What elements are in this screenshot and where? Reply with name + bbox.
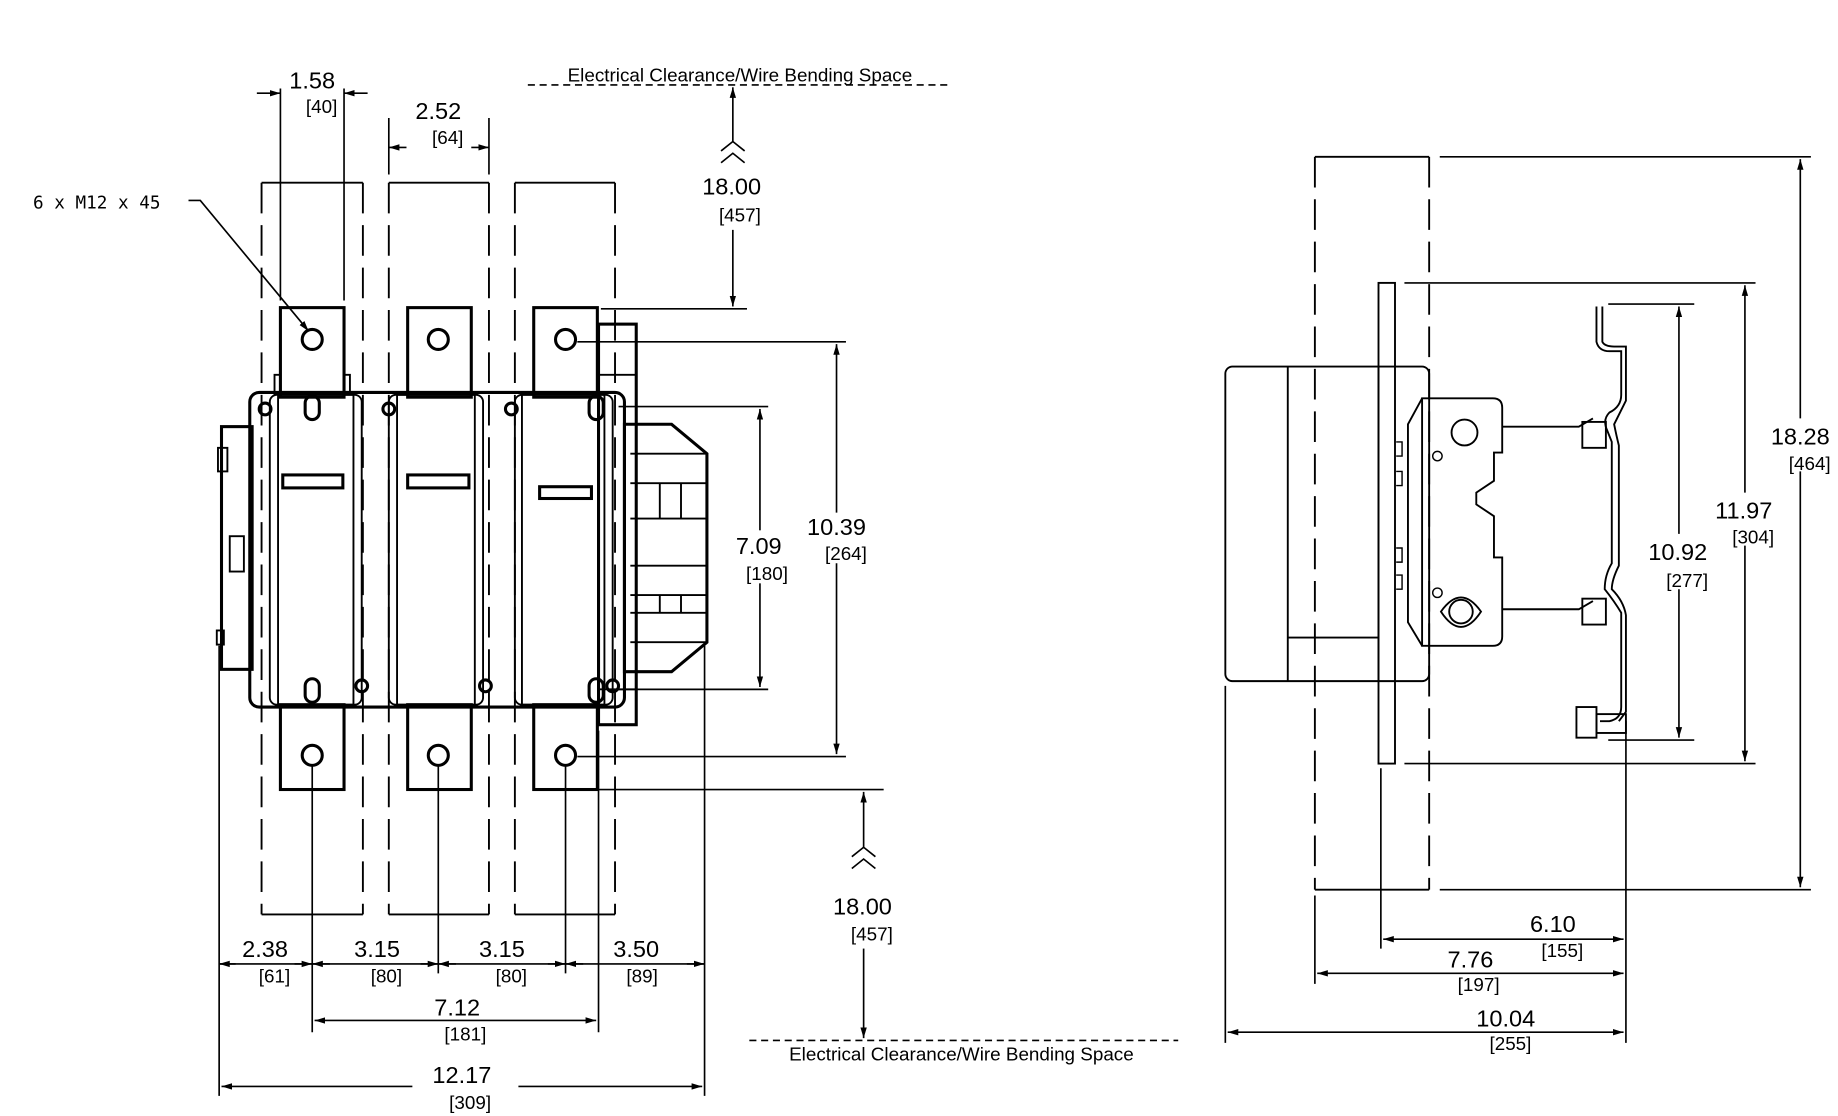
din-rail xyxy=(1575,306,1627,739)
bottom-terminals xyxy=(278,703,599,792)
svg-text:[464]: [464] xyxy=(1789,453,1831,474)
svg-text:7.09: 7.09 xyxy=(736,533,782,559)
dim-overall-height: 18.28 [464] xyxy=(1439,155,1831,891)
dim-bottom-clearance: 18.00 [457] Electrical Clearance/Wire Be… xyxy=(577,788,1179,1065)
dim-terminal-width: 1.58 [40] xyxy=(256,67,368,301)
terminal-hole xyxy=(553,327,578,351)
svg-text:18.00: 18.00 xyxy=(702,174,761,200)
dim-rail-height: 10.92 [277] xyxy=(1608,303,1708,741)
svg-text:[80]: [80] xyxy=(371,966,402,987)
svg-text:[304]: [304] xyxy=(1732,526,1774,547)
svg-text:[155]: [155] xyxy=(1541,940,1583,961)
mounting-bracket xyxy=(1396,397,1594,647)
svg-text:[457]: [457] xyxy=(719,205,761,226)
contactor-body xyxy=(248,390,626,709)
svg-text:18.00: 18.00 xyxy=(833,893,892,919)
clearance-zone xyxy=(1313,155,1431,891)
svg-text:[255]: [255] xyxy=(1489,1033,1531,1054)
pole-label xyxy=(281,473,345,490)
bolt-callout-text: 6 x M12 x 45 xyxy=(33,194,161,214)
svg-text:12.17: 12.17 xyxy=(432,1062,491,1088)
svg-text:[197]: [197] xyxy=(1458,974,1500,995)
svg-text:3.15: 3.15 xyxy=(354,936,400,962)
svg-text:3.50: 3.50 xyxy=(613,936,659,962)
top-terminals xyxy=(273,306,599,399)
break-symbol xyxy=(851,846,876,870)
svg-text:[64]: [64] xyxy=(432,127,463,148)
svg-text:[89]: [89] xyxy=(626,966,657,987)
svg-text:[180]: [180] xyxy=(746,563,788,584)
dim-plate-height: 11.97 [304] xyxy=(1404,282,1774,765)
dim-top-clearance: Electrical Clearance/Wire Bending Space … xyxy=(527,64,952,310)
svg-text:11.97: 11.97 xyxy=(1715,498,1772,524)
svg-text:[277]: [277] xyxy=(1666,570,1708,591)
dim-bottom-row: 2.38 [61] 3.15 [80] 3.15 [80] 3.50 [89] xyxy=(218,645,706,1096)
dim-body-height: 7.09 [180] xyxy=(618,405,788,691)
terminal-hole xyxy=(300,327,324,351)
bolt-callout: 6 x M12 x 45 xyxy=(33,194,310,332)
clearance-bottom-label: Electrical Clearance/Wire Bending Space xyxy=(789,1044,1134,1065)
dim-depths: 6.10 [155] 7.76 [197] 10.04 [255] xyxy=(1224,685,1627,1054)
clearance-top-label: Electrical Clearance/Wire Bending Space xyxy=(568,64,913,85)
dim-overall-width: 12.17 [309] xyxy=(221,1062,703,1113)
svg-text:7.12: 7.12 xyxy=(434,995,480,1021)
svg-text:10.92: 10.92 xyxy=(1648,539,1707,565)
svg-text:[80]: [80] xyxy=(496,966,527,987)
side-body xyxy=(1224,365,1431,683)
svg-text:3.15: 3.15 xyxy=(479,936,525,962)
svg-text:2.38: 2.38 xyxy=(242,936,288,962)
svg-text:18.28: 18.28 xyxy=(1771,423,1830,449)
svg-text:7.76: 7.76 xyxy=(1447,946,1493,972)
svg-text:2.52: 2.52 xyxy=(415,98,461,124)
mounting-plate xyxy=(1377,281,1396,765)
terminal-hole xyxy=(426,327,450,351)
svg-text:[61]: [61] xyxy=(259,966,290,987)
svg-text:[40]: [40] xyxy=(306,96,337,117)
svg-text:10.04: 10.04 xyxy=(1476,1005,1535,1031)
svg-text:1.58: 1.58 xyxy=(289,67,335,93)
dim-hole-spacing-vertical: 10.39 [264] xyxy=(577,340,867,758)
break-symbol xyxy=(720,140,746,164)
front-view: 6 x M12 x 45 1.58 [40] 2.52 [64] Electri… xyxy=(33,64,1179,1113)
auxiliary-contact xyxy=(215,425,254,671)
side-view: 18.28 [464] 11.97 [304] 10.92 [277] 6.10… xyxy=(1224,155,1831,1054)
svg-text:6.10: 6.10 xyxy=(1530,911,1576,937)
svg-text:[181]: [181] xyxy=(444,1023,486,1044)
dim-hole-to-edge: 7.12 [181] xyxy=(314,995,597,1044)
pole-label xyxy=(538,485,593,501)
svg-text:[457]: [457] xyxy=(851,923,893,944)
pole-label xyxy=(406,473,471,490)
svg-text:[309]: [309] xyxy=(449,1092,491,1113)
ground-screw xyxy=(1575,706,1598,739)
svg-text:10.39: 10.39 xyxy=(807,514,866,540)
svg-text:[264]: [264] xyxy=(825,543,867,564)
dim-clearance-width: 2.52 [64] xyxy=(387,98,490,175)
